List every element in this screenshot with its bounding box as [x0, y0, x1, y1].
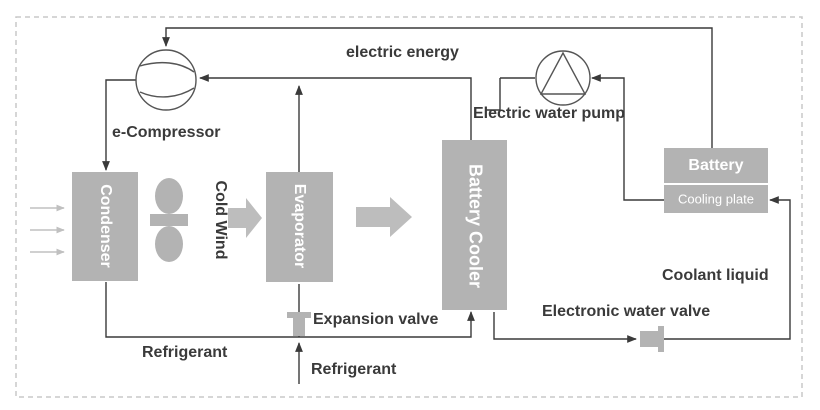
cooling-plate-to-pump-line: [591, 74, 664, 201]
water-pump-icon: [535, 50, 591, 106]
coolant-liquid-label: Coolant liquid: [662, 267, 769, 284]
compressor-symbol: [135, 49, 197, 111]
water-pump-label: Electric water pump: [473, 105, 625, 122]
compressor-to-condenser-line: [102, 79, 145, 171]
cooling-plate-label: Cooling plate: [678, 191, 754, 206]
battery-label: Battery: [688, 157, 743, 174]
water-pump-triangle: [539, 51, 587, 95]
evaporator-label: Evaporator: [291, 184, 308, 268]
water-pump-symbol: [535, 50, 591, 106]
condenser-label: Condenser: [97, 184, 114, 268]
compressor-blade-bottom: [139, 87, 195, 98]
condenser-refrigerant-pipe: [105, 282, 475, 338]
connection-lines: [102, 27, 791, 384]
pump-down-to-cooler: [485, 78, 501, 111]
incoming-air-arrows: [30, 204, 65, 256]
cold-wind-label: Cold Wind: [212, 181, 229, 260]
expansion-valve-icon: [287, 312, 311, 336]
expansion-valve-label: Expansion valve: [313, 311, 438, 328]
airflow-arrow-2: [356, 197, 412, 237]
electric-energy-label: electric energy: [346, 44, 459, 61]
battery-to-compressor-line: [162, 27, 713, 148]
airflow-arrow-1: [228, 198, 262, 238]
evaporator-box: [266, 172, 333, 282]
compressor-icon: [135, 49, 197, 111]
battery-cooler-label: Battery Cooler: [465, 164, 485, 288]
compressor-label: e-Compressor: [112, 124, 220, 141]
battery-cooler-box: [442, 140, 507, 310]
compressor-blade-top: [139, 61, 195, 73]
fan-icon: [150, 178, 188, 262]
cooler-to-compressor-line: [199, 74, 472, 140]
outer-dashed-border: [15, 16, 803, 398]
condenser-box: [72, 172, 138, 281]
refrigerant-left-label: Refrigerant: [142, 344, 228, 361]
electronic-water-valve-label: Electronic water valve: [542, 303, 710, 320]
cooling-plate-box: [664, 185, 768, 213]
refrigerant-center-label: Refrigerant: [311, 361, 397, 378]
cooler-to-valve-line: [493, 312, 637, 343]
valve-to-cooling-plate-line: [664, 196, 791, 340]
electronic-water-valve-icon: [640, 326, 664, 352]
battery-box: [664, 148, 768, 183]
